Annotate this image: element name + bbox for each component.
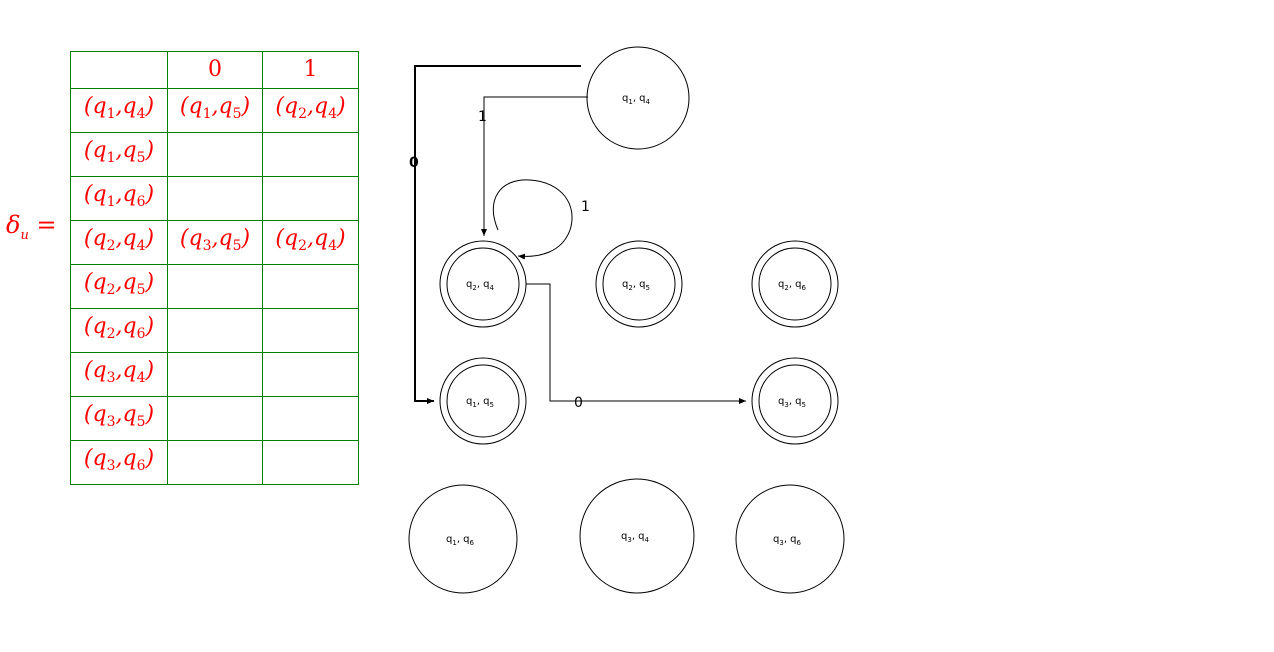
state-q2-q5: q2, q5 [595, 240, 683, 328]
table-cell [262, 264, 359, 309]
edge-q14-q24 [481, 96, 588, 236]
state-index: 2 [106, 282, 116, 298]
state-index: 5 [232, 238, 242, 254]
svg-text:q3, q4: q3, q4 [621, 531, 650, 544]
table-row: (q1,q6) [70, 176, 359, 221]
state-q1-q5: q1, q5 [439, 357, 527, 445]
table-cell: (q2,q4) [262, 88, 359, 133]
table-row: (q2,q5) [70, 264, 359, 309]
table-cell: (q2,q6) [70, 308, 168, 353]
table-cell: (q2,q5) [70, 264, 168, 309]
table-row: (q3,q6) [70, 440, 359, 485]
svg-text:q2, q6: q2, q6 [778, 279, 807, 292]
table-cell: (q1,q4) [70, 88, 168, 133]
state-index: 1 [106, 106, 116, 122]
state-index: 3 [106, 458, 116, 474]
table-header-cell: 0 [167, 51, 263, 89]
table-cell [167, 132, 263, 177]
table-row: (q2,q4) (q3,q5) (q2,q4) [70, 220, 359, 265]
state-index: 5 [136, 150, 146, 166]
state-index: 4 [136, 238, 146, 254]
svg-text:q3, q5: q3, q5 [778, 396, 806, 409]
edge-q14-q15 [414, 65, 581, 404]
table-cell: (q3,q6) [70, 440, 168, 485]
state-q1-q6: q1, q6 [408, 484, 518, 594]
edge-q24-self-loop [492, 179, 573, 260]
state-index: 4 [136, 370, 146, 386]
state-pair: (q3,q5) [83, 402, 155, 430]
state-pair: (q1,q5) [83, 138, 155, 166]
state-index: 5 [136, 414, 146, 430]
table-cell [262, 440, 359, 485]
state-index: 3 [106, 370, 116, 386]
state-index: 6 [136, 458, 146, 474]
edge-q24-q35 [526, 283, 746, 404]
state-q3-q5: q3, q5 [751, 357, 839, 445]
state-pair: (q3,q4) [83, 358, 155, 386]
table-cell [167, 352, 263, 397]
table-cell: (q3,q5) [70, 396, 168, 441]
state-index: 5 [232, 106, 242, 122]
state-pair: (q2,q4) [275, 94, 346, 122]
table-cell [167, 440, 263, 485]
state-pair: (q3,q6) [83, 446, 155, 474]
svg-text:q1, q4: q1, q4 [622, 93, 651, 106]
svg-text:q1, q5: q1, q5 [466, 396, 494, 409]
table-cell: (q2,q4) [70, 220, 168, 265]
edge-label-q14-q15: 0 [409, 155, 419, 171]
state-index: 4 [328, 238, 337, 254]
state-pair: (q2,q4) [83, 226, 155, 254]
state-q3-q6: q3, q6 [735, 484, 845, 594]
svg-text:q1, q6: q1, q6 [446, 534, 475, 547]
state-pair: (q1,q5) [179, 94, 251, 122]
state-index: 1 [106, 150, 116, 166]
table-row: (q1,q4) (q1,q5) (q2,q4) [70, 88, 359, 133]
state-index: 6 [136, 326, 146, 342]
state-index: 1 [106, 194, 116, 210]
state-index: 2 [106, 326, 116, 342]
state-pair: (q1,q6) [83, 182, 155, 210]
state-index: 1 [202, 106, 212, 122]
state-index: 4 [136, 106, 146, 122]
table-cell: (q3,q5) [167, 220, 263, 265]
state-index: 4 [328, 106, 337, 122]
state-pair: (q2,q5) [83, 270, 155, 298]
table-cell: (q2,q4) [262, 220, 359, 265]
state-index: 2 [298, 106, 307, 122]
svg-text:q2, q4: q2, q4 [466, 279, 495, 292]
table-cell: (q1,q5) [167, 88, 263, 133]
edge-label-q14-q24: 1 [478, 109, 487, 125]
state-q2-q4: q2, q4 [439, 240, 527, 328]
delta-u-label: δu = [6, 211, 57, 243]
state-pair: (q3,q5) [179, 226, 251, 254]
state-index: 3 [202, 238, 212, 254]
state-q3-q4: q3, q4 [579, 478, 695, 594]
table-cell [262, 176, 359, 221]
state-pair: (q1,q4) [83, 94, 155, 122]
table-row: (q3,q5) [70, 396, 359, 441]
state-q2-q6: q2, q6 [751, 240, 839, 328]
svg-text:q3, q6: q3, q6 [773, 534, 802, 547]
svg-text:q2, q5: q2, q5 [622, 279, 650, 292]
state-pair: (q2,q6) [83, 314, 155, 342]
edge-label-q24-self: 1 [581, 199, 590, 215]
state-index: 6 [136, 194, 146, 210]
state-index: 2 [106, 238, 116, 254]
state-q1-q4: q1, q4 [586, 46, 690, 150]
state-index: 5 [136, 282, 146, 298]
state-index: 3 [106, 414, 116, 430]
table-cell [262, 352, 359, 397]
state-pair: (q2,q4) [275, 226, 346, 254]
table-cell [262, 396, 359, 441]
edge-label-q24-q35: 0 [574, 395, 583, 411]
table-cell [167, 308, 263, 353]
state-index: 2 [298, 238, 307, 254]
